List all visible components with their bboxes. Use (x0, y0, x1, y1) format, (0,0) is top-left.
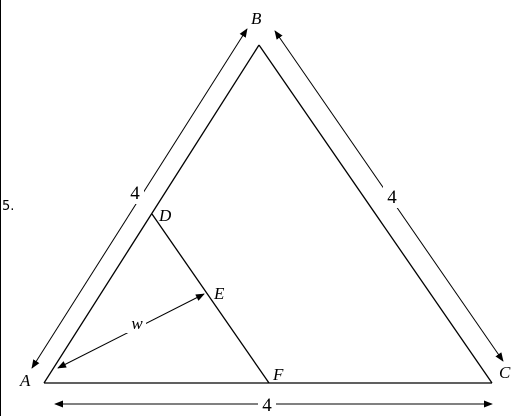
label-bc-length: 4 (387, 187, 397, 208)
vertex-label-e: E (213, 284, 225, 303)
label-ac-length: 4 (262, 395, 272, 416)
vertex-label-b: B (251, 9, 262, 28)
label-bg-ac (258, 394, 276, 415)
vertex-label-d: D (158, 206, 172, 225)
side-ab (43, 44, 260, 384)
problem-number: 5. (2, 199, 15, 214)
side-bc (258, 44, 493, 384)
vertex-label-f: F (272, 365, 284, 384)
label-w: w (131, 314, 143, 333)
vertex-label-a: A (19, 371, 31, 390)
label-bg-ab (126, 182, 144, 204)
label-ab-length: 4 (130, 183, 140, 204)
vertex-label-c: C (499, 363, 511, 382)
label-bg-w (126, 313, 146, 333)
page-left-edge (0, 0, 1, 416)
segment-df (151, 213, 270, 384)
label-bg-bc (383, 186, 401, 208)
